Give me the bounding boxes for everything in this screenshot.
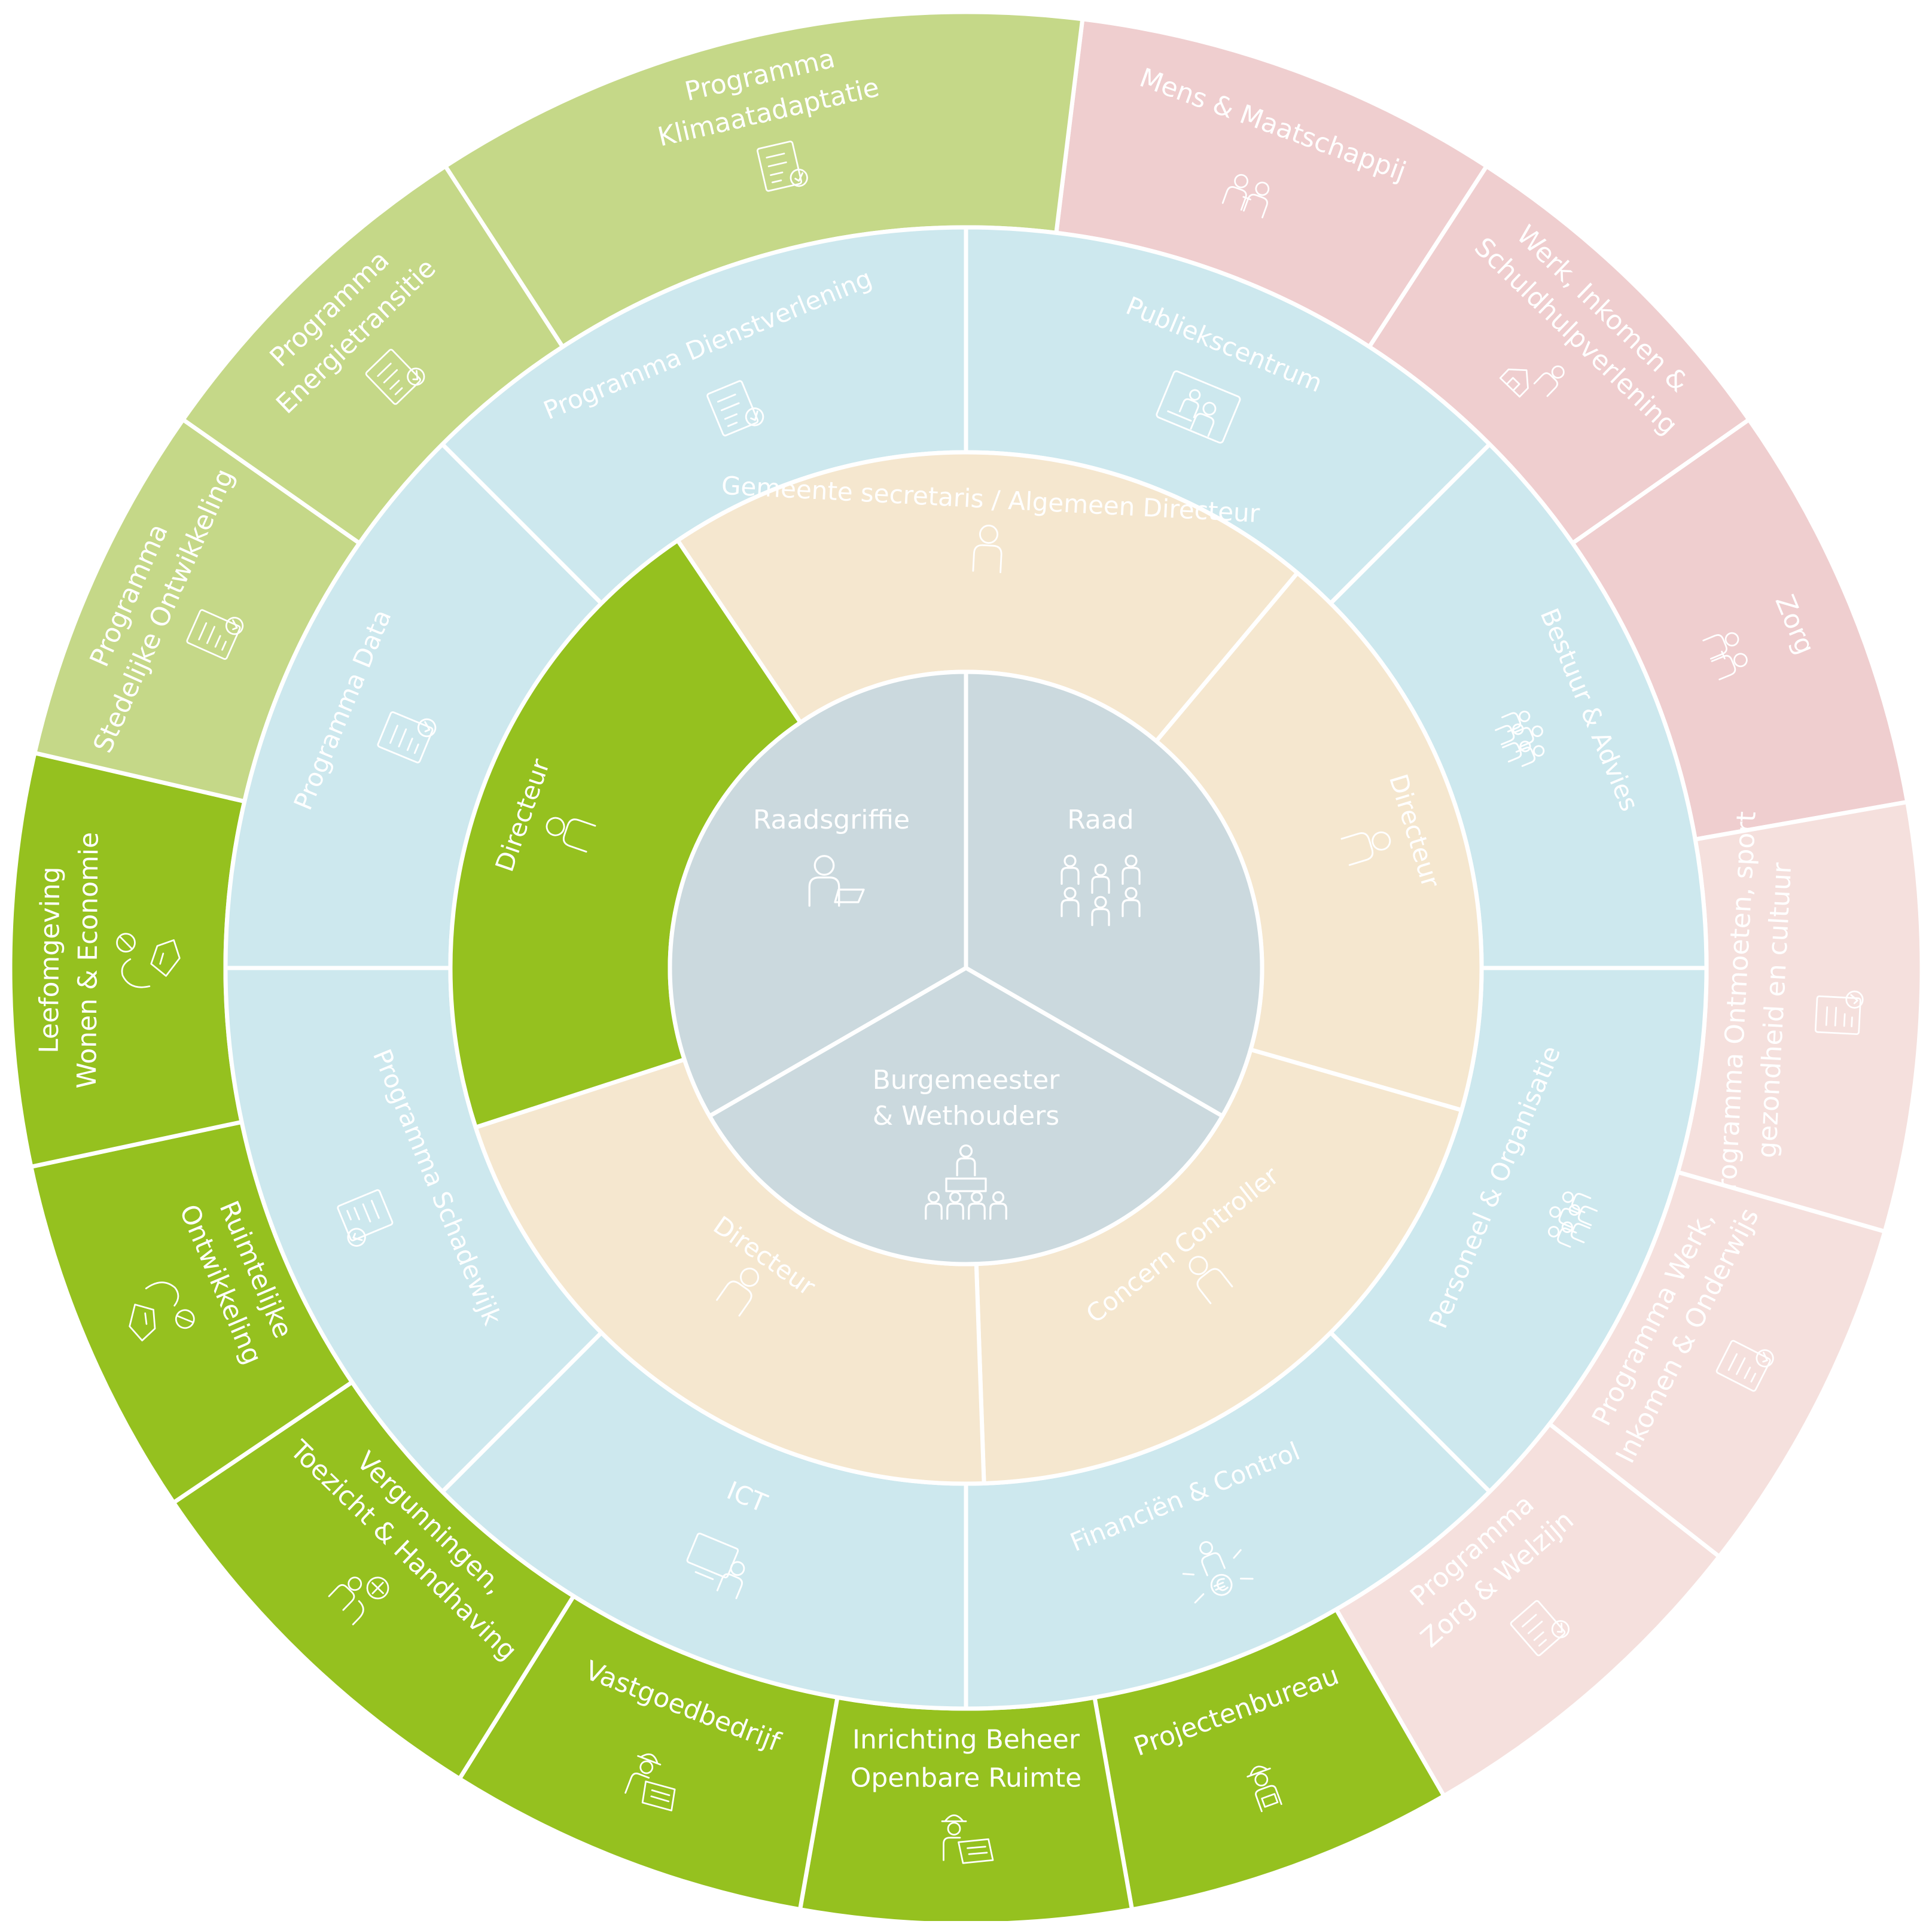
segment-label: Wonen & Economie [72,832,105,1089]
worker-plan-icon [624,1753,676,1812]
segment-label: Openbare Ruimte [851,1762,1081,1793]
icon-holder [337,1189,394,1247]
icon-holder [1156,370,1241,444]
board-meeting-icon [925,1144,1007,1220]
checklist-icon [365,349,425,405]
icon-holder [186,609,244,660]
group-icon [1495,710,1545,767]
icon-holder [1499,365,1565,398]
euro-person-icon [1182,1541,1254,1604]
segment-label: Inrichting Beheer [852,1725,1080,1755]
worker-plan-icon [941,1814,994,1864]
person-icon [972,525,1002,573]
care-icon [1702,632,1748,681]
segment-projectenbureau: Projectenbureau [1092,1607,1446,1912]
checklist-icon [706,380,764,437]
icon-holder [941,1814,994,1864]
person-tablet-icon [808,855,865,907]
center-label: Raad [1067,805,1133,835]
center-raad: Raad [964,669,1264,1118]
person-icon [716,1267,760,1317]
team-icon [1547,1191,1598,1248]
people-icon [1221,173,1270,218]
icon-holder [1495,710,1545,767]
hand-house-icon [116,933,181,988]
inspector-icon [328,1576,389,1625]
center-label: Burgemeester [873,1065,1061,1095]
checklist-icon [757,141,808,192]
segment-label: Leefomgeving [34,866,66,1054]
segment-directeur-bottom: Directeur [473,1057,986,1486]
icon-holder [1182,1541,1254,1604]
person-icon [546,817,596,853]
icon-holder [546,817,596,853]
icon-holder [686,1532,745,1600]
checklist-icon [377,711,437,763]
icon-holder [716,1267,760,1317]
icon-holder [129,1281,195,1342]
segment-vergunningen: Vergunningen,Toezicht & Handhaving [171,1380,576,1781]
center-shape [668,669,968,1118]
segment-financien-control: Financiën & Control [964,1331,1492,1711]
person-icon [1340,831,1391,866]
center-shape [707,966,1225,1267]
checklist-icon [337,1189,394,1247]
icon-holder [365,349,425,405]
icon-holder [1247,1765,1282,1812]
person-icon [1189,1256,1233,1304]
icon-holder [706,380,764,437]
segment-gemeente-secretaris: Gemeente secretaris / Algemeen Directeur [675,450,1300,744]
council-icon [1061,854,1141,927]
segment-bestuur-advies: Bestuur & Advies [1328,442,1709,970]
checklist-icon [186,609,244,660]
icon-holder [624,1753,676,1812]
icon-holder [328,1576,389,1625]
icon-holder [1510,1600,1570,1657]
center-shape [964,669,1264,1118]
icon-holder [1814,990,1864,1035]
computer-user-icon [686,1532,745,1600]
center-burgemeester: Burgemeester & Wethouders [707,966,1225,1267]
outer-border [8,10,1924,1924]
center-label: & Wethouders [873,1101,1059,1131]
icon-holder [1547,1191,1598,1248]
icon-holder [1340,831,1391,866]
icon-holder [1715,1340,1774,1392]
icon-holder [1702,632,1748,681]
icon-holder [116,933,181,988]
icon-holder [377,711,437,763]
checklist-icon [1814,990,1864,1035]
icon-holder [757,141,808,192]
icon-holder [972,525,1002,573]
center-raadsgriffie: Raadsgriffie [668,669,968,1118]
icon-holder [1221,173,1270,218]
hand-house-icon [129,1281,195,1342]
center-label: Raadsgriffie [753,805,910,835]
checklist-icon [1510,1600,1570,1657]
worker-icon [1247,1765,1282,1812]
icon-holder [1189,1256,1233,1304]
service-desk-icon [1156,370,1241,444]
checklist-icon [1715,1340,1774,1392]
person-house-icon [1499,365,1565,398]
